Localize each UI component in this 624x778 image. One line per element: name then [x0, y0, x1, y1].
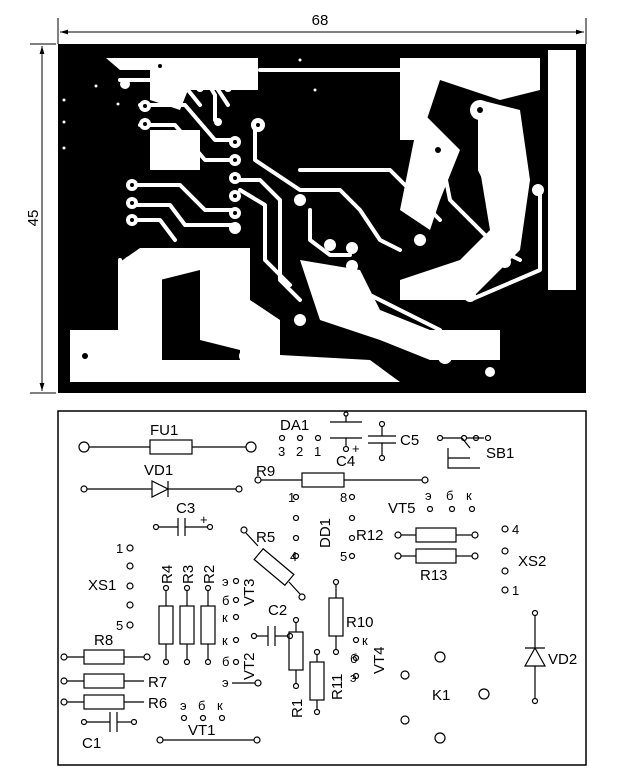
label-vt2-b: б — [222, 654, 229, 669]
label-k1: K1 — [432, 687, 450, 704]
label-vt4: VT4 — [371, 646, 388, 674]
label-xs2-pin4: 4 — [512, 522, 519, 537]
label-vt5-e: э — [425, 488, 432, 503]
label-r11: R11 — [329, 674, 346, 700]
label-vt1: VT1 — [188, 722, 216, 739]
label-r2: R2 — [201, 565, 218, 584]
label-vt4-e: э — [350, 670, 357, 685]
label-vt4-k: к — [362, 633, 368, 648]
label-c3: C3 — [176, 500, 195, 517]
label-vd2: VD2 — [548, 651, 577, 668]
label-r8: R8 — [94, 632, 113, 649]
label-c1: C1 — [82, 735, 101, 752]
label-r4: R4 — [159, 565, 176, 584]
label-vt2-e: э — [222, 675, 229, 690]
label-da1-pin3: 3 — [278, 444, 285, 459]
label-c4: C4 — [336, 453, 355, 470]
label-vt1-k: к — [217, 698, 223, 713]
label-c3-plus: + — [200, 512, 208, 527]
label-dd1-pin5: 5 — [340, 549, 347, 564]
label-vt5: VT5 — [388, 500, 416, 517]
label-vt1-e: э — [180, 698, 187, 713]
label-r3: R3 — [180, 565, 197, 584]
label-vt2-k: к — [222, 633, 228, 648]
label-da1: DA1 — [280, 417, 309, 434]
label-vd1: VD1 — [144, 462, 173, 479]
label-vt5-k: к — [466, 488, 472, 503]
label-r5: R5 — [256, 529, 275, 546]
label-xs2: XS2 — [518, 553, 546, 570]
label-vt1-b: б — [198, 698, 205, 713]
label-vt3-b: б — [222, 593, 229, 608]
label-dd1-pin4: 4 — [290, 549, 297, 564]
label-sb1: SB1 — [486, 445, 514, 462]
label-vt2: VT2 — [241, 652, 258, 680]
label-dd1: DD1 — [317, 518, 334, 548]
label-fu1: FU1 — [150, 422, 178, 439]
label-c5: C5 — [400, 432, 419, 449]
label-vt3-k: к — [222, 610, 228, 625]
label-xs1-pin5: 5 — [116, 618, 123, 633]
label-vt3-e: э — [222, 574, 229, 589]
label-da1-pin2: 2 — [296, 444, 303, 459]
label-r9: R9 — [256, 463, 275, 480]
label-da1-pin1: 1 — [314, 444, 321, 459]
label-vt3: VT3 — [241, 578, 258, 606]
label-vt5-b: б — [446, 488, 453, 503]
label-dd1-pin1: 1 — [288, 490, 295, 505]
component-layout: FU1 VD1 C3 + DA1 3 2 1 C4 + C5 SB1 R9 1 … — [57, 410, 587, 766]
label-r7: R7 — [148, 674, 167, 691]
label-c4-plus: + — [352, 441, 360, 456]
copper-layer — [58, 44, 586, 393]
label-r13: R13 — [420, 567, 448, 584]
label-vt4-b: б — [350, 651, 357, 666]
label-xs1: XS1 — [88, 577, 116, 594]
label-xs2-pin1: 1 — [512, 583, 519, 598]
label-r6: R6 — [148, 695, 167, 712]
label-xs1-pin1: 1 — [116, 541, 123, 556]
label-r12: R12 — [356, 527, 384, 544]
height-dimension: 45 — [25, 210, 42, 227]
width-dimension: 68 — [312, 12, 329, 29]
label-c2: C2 — [268, 602, 287, 619]
label-dd1-pin8: 8 — [340, 490, 347, 505]
label-r10: R10 — [346, 614, 374, 631]
label-r1: R1 — [289, 699, 306, 718]
dimension-lines — [30, 18, 587, 394]
